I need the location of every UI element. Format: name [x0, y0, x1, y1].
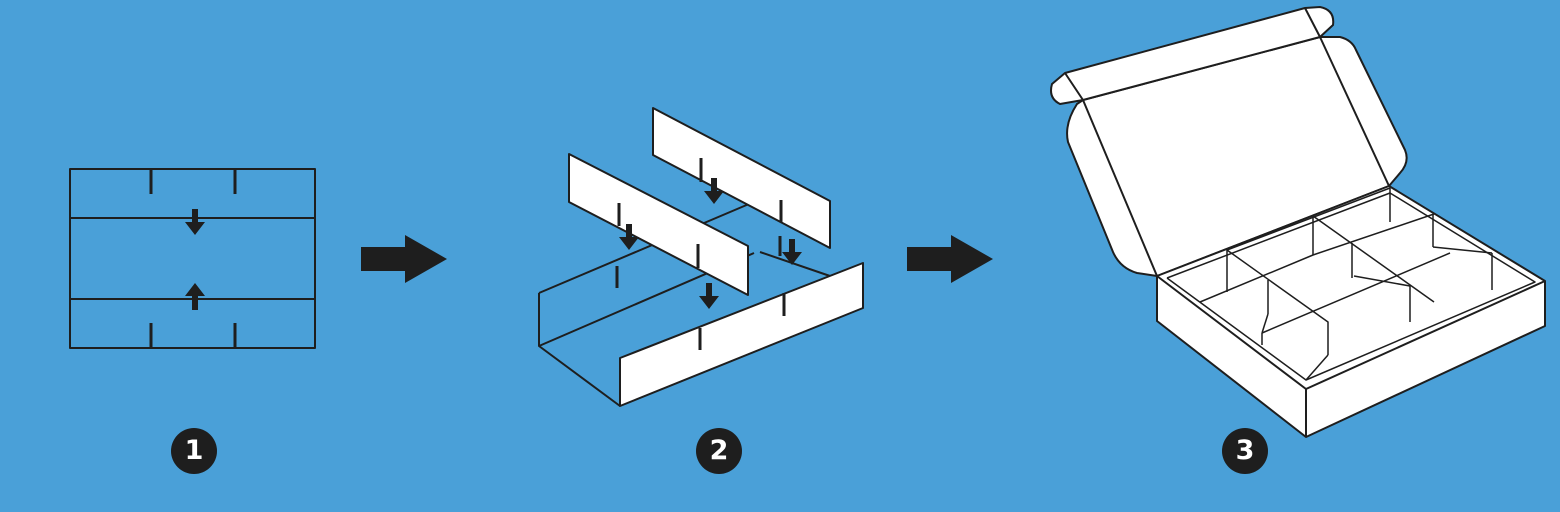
step-number-badge: 1: [171, 428, 217, 474]
compartment-dividers: [1199, 187, 1493, 381]
divider-cross: [1226, 249, 1329, 355]
divider-cross: [1305, 354, 1329, 381]
down-arrow-icon: [699, 283, 719, 309]
down-arrow-icon: [619, 224, 639, 250]
sheet-outline: [69, 168, 316, 349]
divider-long: [1226, 187, 1391, 251]
step-number-badge: 2: [696, 428, 742, 474]
tray-back-top: [538, 200, 757, 294]
step2-tray-assembly: [538, 107, 864, 407]
tray-left-edge: [538, 293, 621, 407]
step-number-badge: 3: [1222, 428, 1268, 474]
divider-cross: [1261, 313, 1269, 334]
divider-cross: [1353, 275, 1411, 287]
up-arrow-icon: [185, 283, 205, 310]
back-divider-panel: [652, 107, 831, 249]
step1-flat-sheet: [69, 168, 316, 349]
flap-fold: [1304, 7, 1321, 38]
down-arrow-icon: [704, 178, 724, 204]
front-divider-panel: [568, 153, 749, 296]
divider-long: [1261, 252, 1451, 334]
front-tray-wall: [619, 262, 864, 407]
step3-finished-box: [1050, 6, 1546, 438]
flap-fold: [1064, 72, 1084, 101]
right-arrow-icon: [907, 235, 993, 283]
down-arrow-icon: [185, 209, 205, 235]
down-arrow-icon: [782, 239, 802, 265]
tray-right-base: [759, 251, 831, 277]
lid-fold-left: [1082, 99, 1158, 277]
divider-cross: [1432, 246, 1493, 254]
box-inner-wall: [1166, 192, 1536, 381]
lid-fold-right: [1319, 36, 1390, 187]
right-arrow-icon: [361, 235, 447, 283]
divider-cross: [1312, 215, 1435, 303]
